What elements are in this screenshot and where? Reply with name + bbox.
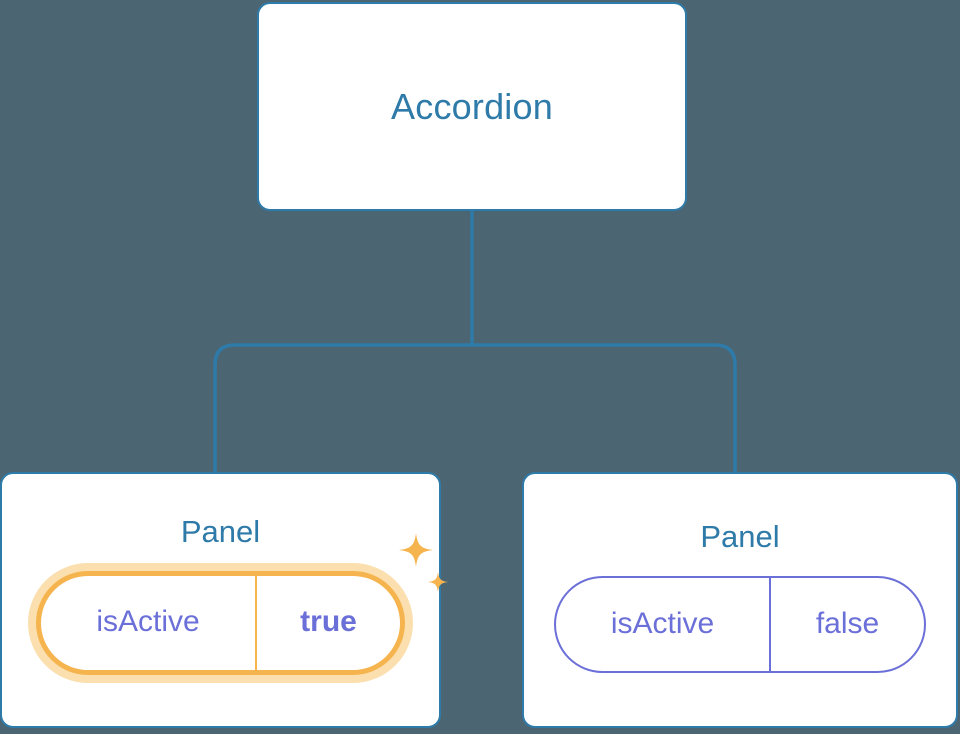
- prop-pill-wrapper: isActive true: [36, 533, 448, 675]
- prop-pill-highlighted[interactable]: isActive true: [36, 571, 405, 675]
- node-title: Panel: [700, 519, 780, 554]
- prop-key: isActive: [610, 606, 715, 640]
- node-panel-inactive[interactable]: Panel isActive false: [522, 472, 958, 728]
- node-title: Panel: [180, 514, 261, 549]
- sparkle-large-icon: [399, 533, 433, 567]
- prop-value: true: [255, 576, 400, 670]
- node-title: Accordion: [391, 85, 553, 127]
- sparkles-group: [399, 533, 448, 592]
- prop-pill[interactable]: isActive false: [554, 576, 926, 673]
- prop-pill-wrapper: isActive false: [554, 576, 926, 673]
- node-accordion[interactable]: Accordion: [257, 2, 687, 211]
- connector-branch-right: [472, 343, 737, 472]
- node-panel-active[interactable]: Panel isActive true: [0, 472, 448, 728]
- connector-branch-left: [213, 343, 472, 472]
- prop-value: false: [769, 578, 924, 671]
- prop-key: isActive: [96, 605, 200, 638]
- sparkle-small-icon: [428, 572, 448, 592]
